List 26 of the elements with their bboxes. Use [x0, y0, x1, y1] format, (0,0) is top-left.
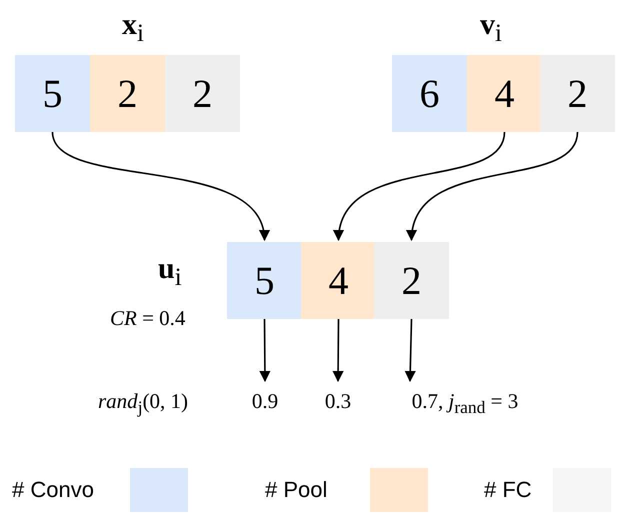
legend-label: # Convo — [12, 477, 94, 503]
vector-label: u$_{i}$ — [158, 252, 182, 292]
array-cell: 5 — [15, 55, 90, 132]
array-cell: 4 — [467, 55, 542, 132]
arrow — [52, 132, 268, 242]
arrow — [332, 319, 344, 382]
value-text: 0.7, j$_{rand}$ = 3 — [412, 389, 518, 418]
legend-label: # FC — [484, 477, 532, 503]
vector-label: x$_{i}$ — [122, 8, 144, 48]
arrow — [259, 319, 271, 382]
value-text: 0.3 — [324, 389, 352, 414]
array-cell: 2 — [165, 55, 240, 132]
arrow — [404, 318, 416, 382]
annotation-text: rand$_{j}$(0, 1) — [98, 389, 188, 418]
value-text: 0.9 — [252, 389, 278, 414]
vector-label: v$_{i}$ — [480, 8, 502, 48]
annotation-text: CR = 0.4 — [110, 306, 186, 331]
array-cell: 4 — [301, 242, 376, 319]
arrow — [408, 132, 578, 242]
arrow — [334, 132, 506, 242]
array-cell: 6 — [392, 55, 467, 132]
array-cell: 5 — [227, 242, 302, 319]
array-cell: 2 — [90, 55, 165, 132]
array-cell: 2 — [540, 55, 615, 132]
array-cell: 2 — [374, 242, 449, 319]
legend-label: # Pool — [265, 477, 328, 503]
